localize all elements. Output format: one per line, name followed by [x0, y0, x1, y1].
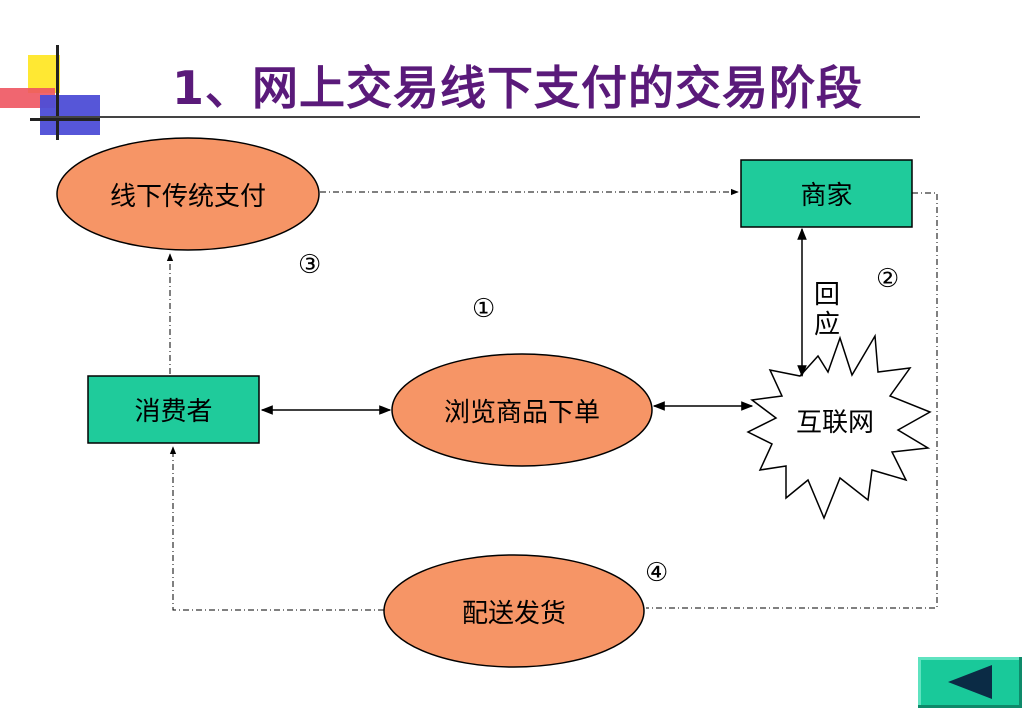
back-button[interactable] [918, 657, 1022, 708]
delivery-shape [383, 554, 645, 668]
browse-order-label: 浏览商品下单 [443, 397, 600, 428]
consumer-shape [87, 375, 260, 444]
delivery-to-consumer-line [169, 446, 384, 611]
merchant-shape [740, 159, 913, 228]
step-1-marker: ① [472, 294, 496, 324]
merchant-label: 商家 [800, 181, 853, 211]
title-divider [40, 116, 920, 118]
step-4-marker: ④ [645, 558, 669, 588]
colored-squares-logo-icon [0, 45, 100, 140]
delivery-label: 配送发货 [461, 598, 566, 629]
step-3-marker: ③ [298, 250, 322, 280]
slide-title: 1、网上交易线下支付的交易阶段 [172, 61, 864, 115]
internet-label: 互联网 [795, 407, 874, 438]
internet-shape [746, 333, 932, 520]
consumer-label: 消费者 [134, 397, 213, 427]
merchant-to-delivery-line [646, 192, 938, 609]
back-triangle-icon [948, 665, 992, 699]
offline-payment-shape [56, 137, 320, 251]
step-2-marker: ② [876, 264, 900, 294]
offline-payment-label: 线下传统支付 [109, 181, 266, 212]
response-label-char-2: 应 [813, 310, 840, 340]
browse-order-shape [391, 353, 653, 467]
response-label-char-1: 回 [813, 280, 840, 310]
